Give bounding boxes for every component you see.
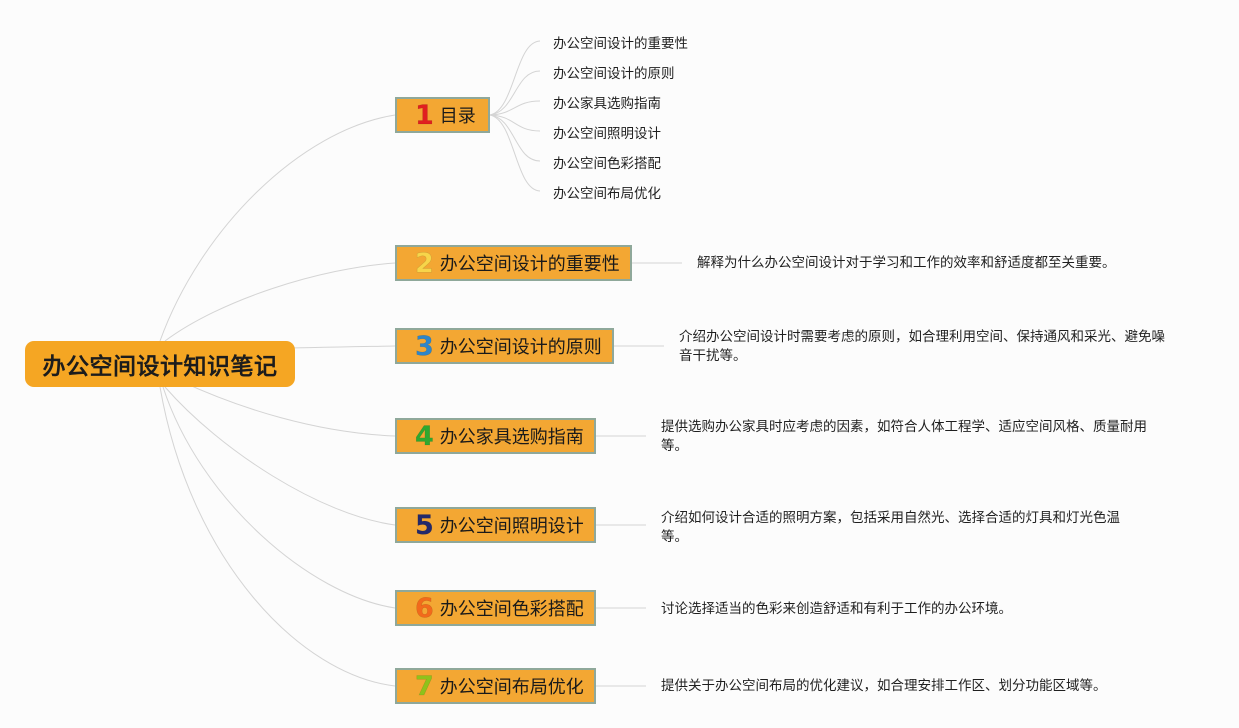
branch-importance[interactable]: 2 办公空间设计的重要性 [395,245,632,281]
branch-label: 目录 [439,106,476,127]
branch-label: 办公家具选购指南 [439,427,584,448]
branch-color[interactable]: 6 办公空间色彩搭配 [395,590,596,626]
branch-layout[interactable]: 7 办公空间布局优化 [395,668,596,704]
branch-label: 办公空间设计的原则 [439,337,602,358]
number-4-icon: 4 [415,420,434,452]
connector-toc-2 [489,70,541,116]
root-title: 办公空间设计知识笔记 [42,354,278,380]
description-color[interactable]: 讨论选择适当的色彩来创造舒适和有利于工作的办公环境。 [661,601,1012,617]
connector-toc-4 [489,114,541,132]
toc-item[interactable]: 办公空间设计的重要性 [553,36,688,52]
connector-toc-3 [489,100,541,116]
number-1-icon: 1 [415,99,434,131]
branch-principles[interactable]: 3 办公空间设计的原则 [395,328,614,364]
branch-furniture[interactable]: 4 办公家具选购指南 [395,418,596,454]
connector-root-b4 [169,375,396,437]
number-6-icon: 6 [415,592,434,624]
connector-root-b5 [164,386,396,526]
connector-root-b1 [159,114,396,342]
connector-root-b2 [164,262,396,342]
description-importance[interactable]: 解释为什么办公空间设计对于学习和工作的效率和舒适度都至关重要。 [697,255,1116,271]
connector-toc-5 [489,114,541,162]
number-5-icon: 5 [415,509,434,541]
branch-label: 办公空间布局优化 [439,677,584,698]
description-lighting[interactable]: 介绍如何设计合适的照明方案，包括采用自然光、选择合适的灯具和灯光色温等。 [661,510,1120,545]
description-principles[interactable]: 介绍办公空间设计时需要考虑的原则，如合理利用空间、保持通风和采光、避免噪音干扰等… [679,329,1165,364]
branch-label: 办公空间色彩搭配 [439,599,584,620]
root-topic[interactable]: 办公空间设计知识笔记 [25,341,295,387]
number-7-icon: 7 [415,670,434,702]
branch-toc[interactable]: 1 目录 [395,97,490,133]
number-2-icon: 2 [415,247,434,279]
toc-item[interactable]: 办公空间布局优化 [553,186,661,202]
branch-label: 办公空间照明设计 [439,516,584,537]
connector-root-b7 [159,386,396,687]
connector-toc-6 [489,114,541,192]
branch-lighting[interactable]: 5 办公空间照明设计 [395,507,596,543]
toc-item[interactable]: 办公空间色彩搭配 [553,156,661,172]
toc-item[interactable]: 办公空间照明设计 [553,126,661,142]
toc-item[interactable]: 办公空间设计的原则 [553,66,675,82]
number-3-icon: 3 [415,330,434,362]
branch-label: 办公空间设计的重要性 [439,254,620,275]
connector-root-b6 [162,386,396,609]
connector-toc-1 [489,40,541,116]
toc-item[interactable]: 办公家具选购指南 [553,96,661,112]
description-furniture[interactable]: 提供选购办公家具时应考虑的因素，如符合人体工程学、适应空间风格、质量耐用等。 [661,419,1147,454]
description-layout[interactable]: 提供关于办公空间布局的优化建议，如合理安排工作区、划分功能区域等。 [661,678,1107,694]
